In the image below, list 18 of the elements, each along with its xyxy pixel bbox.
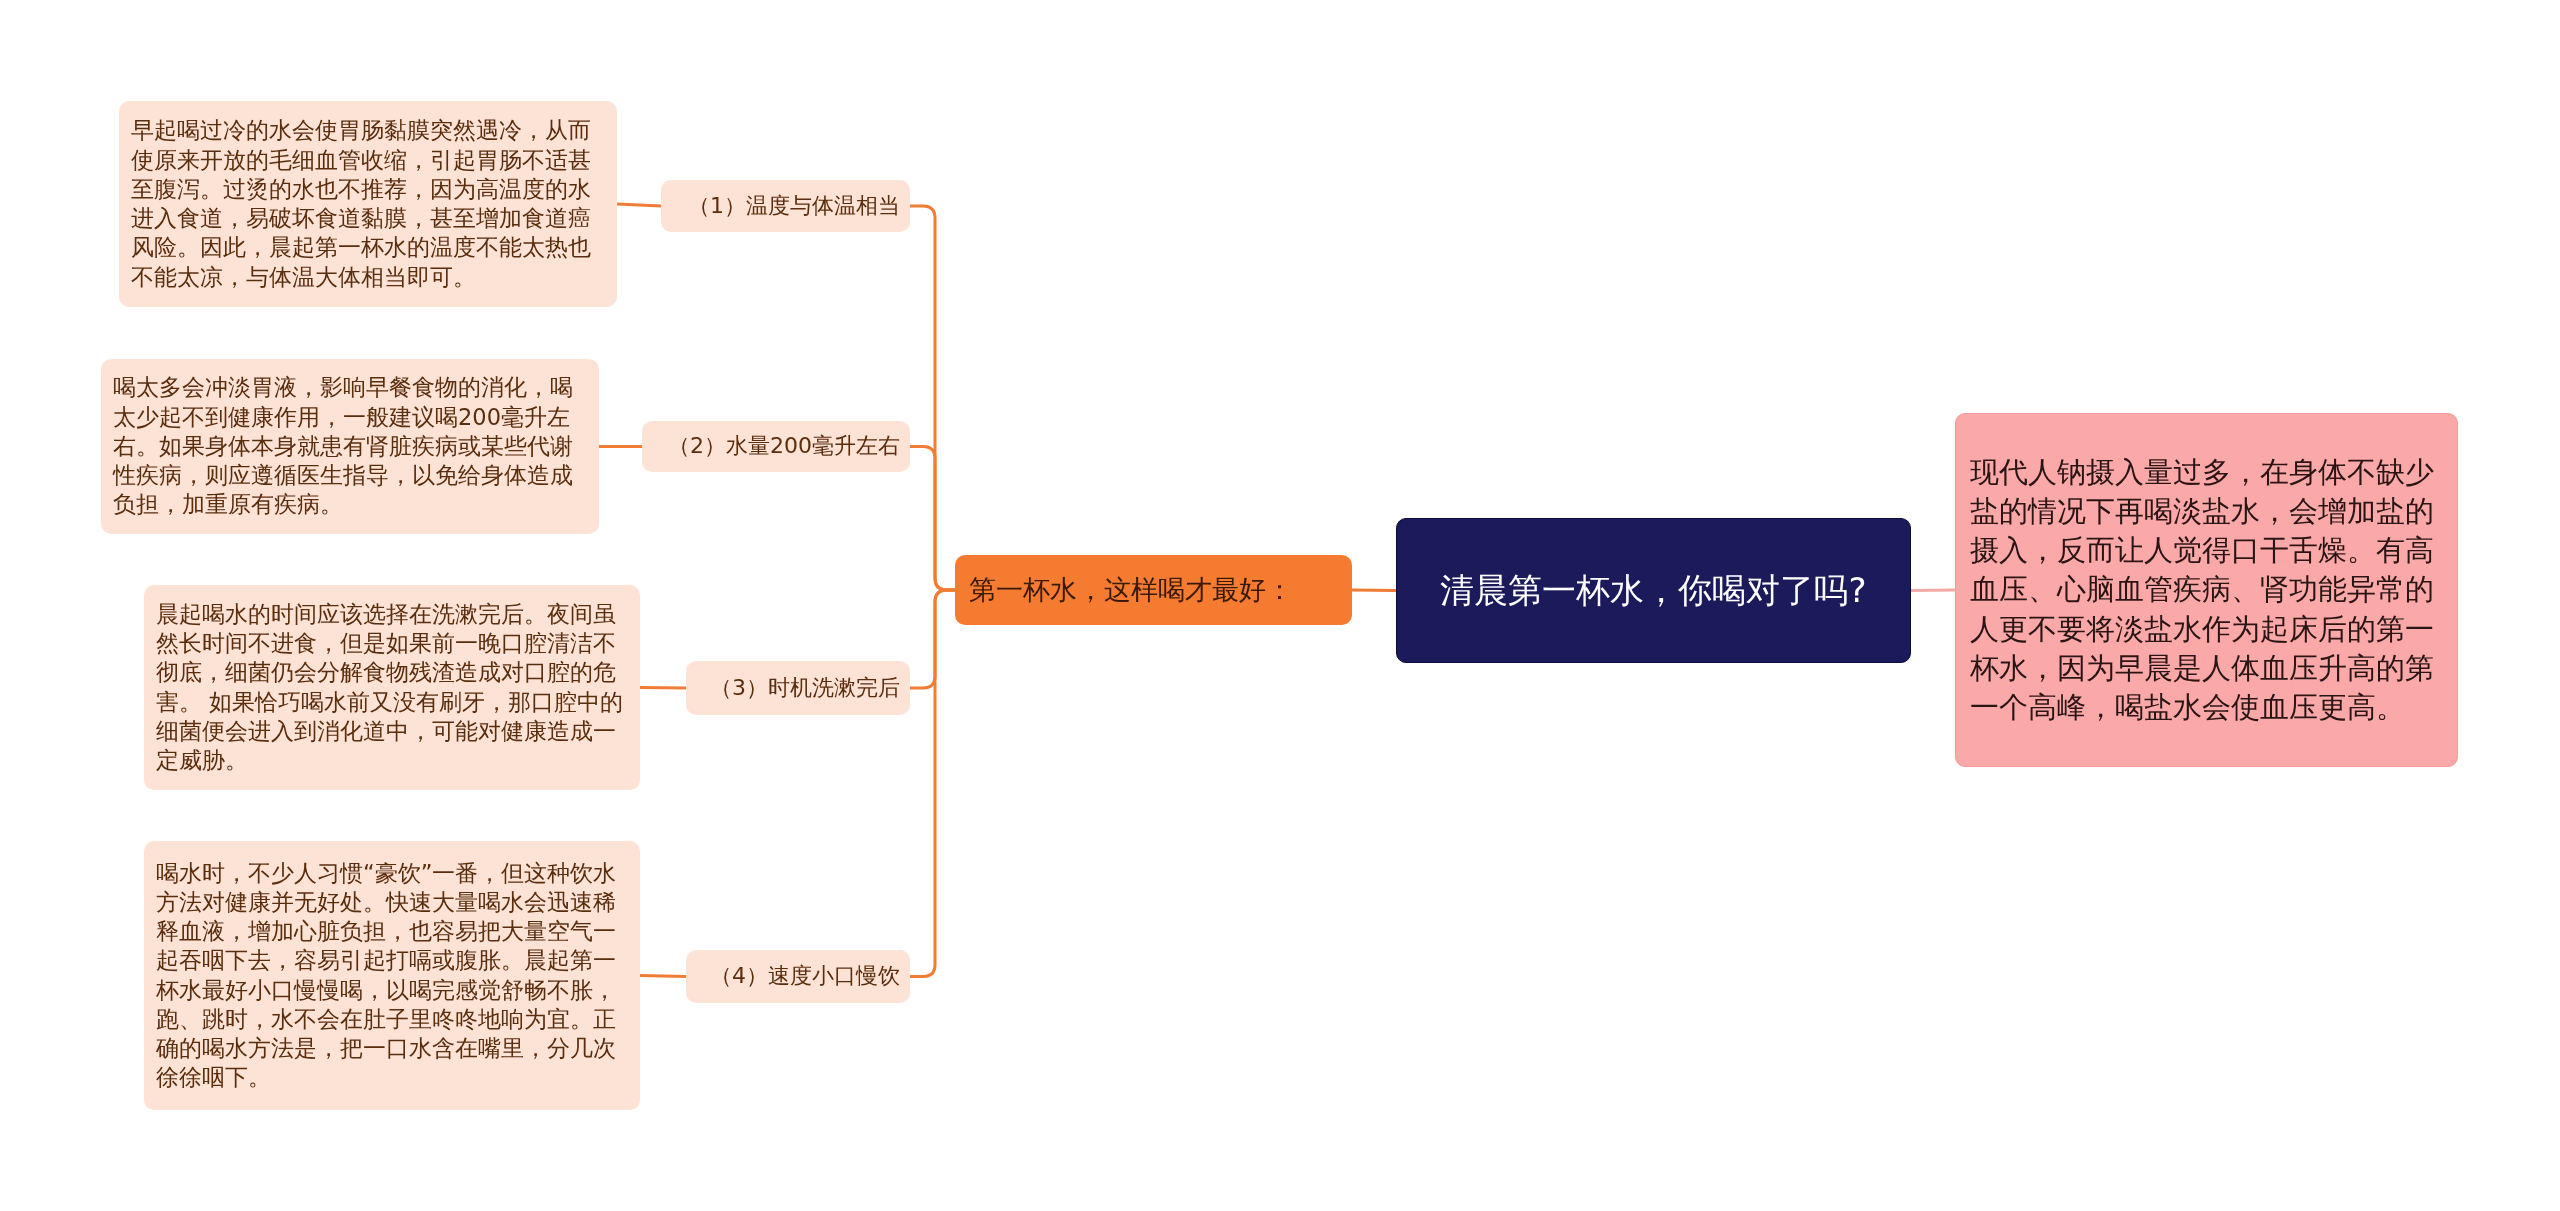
topic-box: 清晨第一杯水，你喝对了吗? [1396,518,1911,663]
detail-box: 喝水时，不少人习惯“豪饮”一番，但这种饮水方法对健康并无好处。快速大量喝水会迅速稀释血液，增加心脏负担，也容易把大量空气一起吞咽下去，容易引起打嗝或腹胀。晨起第一杯水最好小口慢慢喝，以喝完感觉舒畅不胀，跑、跳时，水不会在肚子里咚咚地响为宜。正确的喝水方法是，把一口水含在嘴里，分几次徐徐咽下。 [144,841,640,1110]
connector-line [1911,588,1955,592]
detail-box: 喝太多会冲淡胃液，影响早餐食物的消化，喝太少起不到健康作用，一般建议喝200毫升左右。如果身体本身就患有肾脏疾病或某些代谢性疾病，则应遵循医生指导，以免给身体造成负担，加重原有疾病。 [101,359,599,534]
subtopic-box: （1）温度与体温相当 [661,180,910,232]
detail-box: 晨起喝水的时间应该选择在洗漱完后。夜间虽然长时间不进食，但是如果前一晚口腔清洁不彻底，细菌仍会分解食物残渣造成对口腔的危害。 如果恰巧喝水前又没有刷牙，那口腔中的细菌便会进入到消化道中，可能对健康造成一定威胁。 [144,585,640,790]
subtopic-box: （2）水量200毫升左右 [642,421,910,472]
subtopic-box: （4）速度小口慢饮 [686,950,910,1003]
connector-line [1352,588,1396,592]
subtopic-box: （3）时机洗漱完后 [686,661,910,715]
connector-line [639,974,687,978]
connector-line [640,686,686,690]
connector-line [616,202,662,208]
connector-line [599,445,642,448]
detail-box: 早起喝过冷的水会使胃肠黏膜突然遇冷，从而使原来开放的毛细血管收缩，引起胃肠不适甚至腹泻。过烫的水也不推荐，因为高温度的水进入食道，易破坏食道黏膜，甚至增加食道癌风险。因此，晨起第一杯水的温度不能太热也不能太凉，与体温大体相当即可。 [119,101,617,307]
note-box: 现代人钠摄入量过多，在身体不缺少盐的情况下再喝淡盐水，会增加盐的摄入，反而让人觉得口干舌燥。有高血压、心脑血管疾病、肾功能异常的人更不要将淡盐水作为起床后的第一杯水，因为早晨是人体血压升高的第一个高峰，喝盐水会使血压更高。 [1955,413,2458,767]
connector-line [910,588,955,978]
branch-box: 第一杯水，这样喝才最好： [955,555,1352,625]
